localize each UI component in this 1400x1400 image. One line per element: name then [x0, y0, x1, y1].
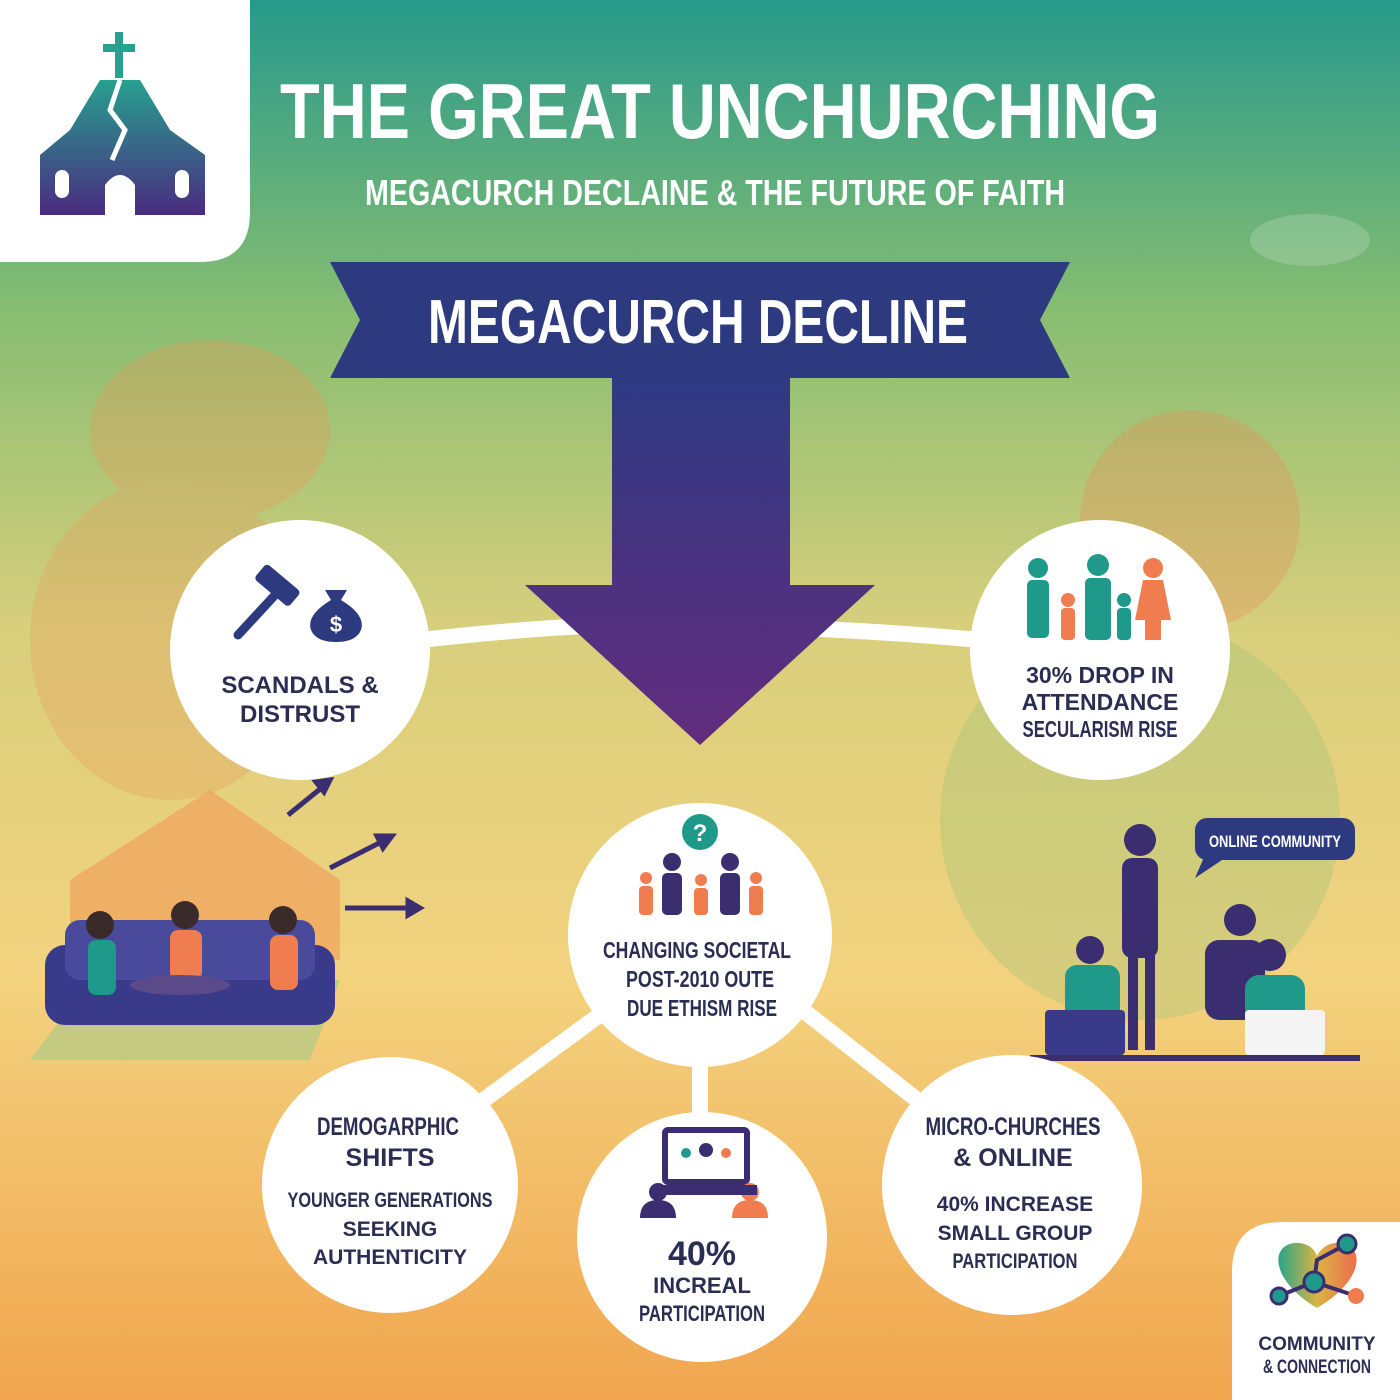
- svg-text:PARTICIPATION: PARTICIPATION: [953, 1250, 1078, 1273]
- corner-panel: [1232, 1222, 1400, 1400]
- svg-text:MICRO-CHURCHES: MICRO-CHURCHES: [926, 1113, 1101, 1141]
- svg-text:ATTENDANCE: ATTENDANCE: [1022, 689, 1179, 715]
- node-scandals: [170, 520, 430, 780]
- svg-text:INCREAL: INCREAL: [653, 1273, 751, 1298]
- svg-text:SECULARISM RISE: SECULARISM RISE: [1023, 716, 1178, 742]
- svg-text:POST-2010 OUTE: POST-2010 OUTE: [626, 966, 774, 992]
- svg-text:YOUNGER GENERATIONS: YOUNGER GENERATIONS: [288, 1189, 493, 1212]
- svg-text:SHIFTS: SHIFTS: [346, 1144, 435, 1172]
- video-call-icon: [640, 1127, 768, 1218]
- svg-text:DUE ETHISM RISE: DUE ETHISM RISE: [627, 995, 777, 1021]
- svg-text:?: ?: [693, 820, 708, 847]
- svg-text:& ONLINE: & ONLINE: [953, 1144, 1072, 1172]
- banner: [330, 262, 1070, 378]
- svg-text:SEEKING: SEEKING: [343, 1218, 438, 1241]
- decline-arrow: [525, 378, 875, 745]
- svg-text:& CONNECTION: & CONNECTION: [1263, 1357, 1371, 1378]
- svg-text:DEMOGARPHIC: DEMOGARPHIC: [317, 1113, 459, 1141]
- banner-label: MEGACURCH DECLINE: [428, 288, 968, 357]
- question-people-icon: ?: [639, 814, 763, 915]
- family-icon: [1027, 554, 1171, 640]
- node-societal: [568, 803, 832, 1067]
- svg-text:40% INCREASE: 40% INCREASE: [937, 1193, 1093, 1216]
- online-community-illustration: [1030, 824, 1360, 1061]
- svg-text:PARTICIPATION: PARTICIPATION: [639, 1301, 765, 1326]
- svg-text:AUTHENTICITY: AUTHENTICITY: [313, 1246, 467, 1269]
- home-gathering-illustration: [30, 790, 340, 1060]
- participation-value: 40%: [668, 1235, 736, 1273]
- flow-arrows: [286, 776, 425, 920]
- online-community-bubble: ONLINE COMMUNITY: [1195, 818, 1355, 878]
- cracked-church-icon: [40, 32, 205, 215]
- svg-text:SCANDALS &: SCANDALS &: [221, 672, 378, 699]
- svg-text:COMMUNITY: COMMUNITY: [1258, 1334, 1375, 1355]
- node-micro: [882, 1055, 1142, 1315]
- node-participation: [577, 1112, 827, 1362]
- node-demographic: [262, 1057, 518, 1313]
- svg-text:DISTRUST: DISTRUST: [240, 701, 360, 728]
- page-subtitle: MEGACURCH DECLAINE & THE FUTURE OF FAITH: [365, 172, 1065, 213]
- svg-text:ONLINE COMMUNITY: ONLINE COMMUNITY: [1209, 832, 1341, 851]
- svg-text:CHANGING SOCIETAL: CHANGING SOCIETAL: [603, 937, 791, 963]
- page-title: THE GREAT UNCHURCHING: [280, 67, 1160, 155]
- svg-text:SMALL GROUP: SMALL GROUP: [938, 1222, 1093, 1245]
- svg-text:$: $: [330, 612, 342, 637]
- gavel-money-bag-icon: $: [233, 564, 362, 642]
- svg-text:30% DROP IN: 30% DROP IN: [1026, 662, 1174, 688]
- heart-network-icon: [1269, 1233, 1364, 1308]
